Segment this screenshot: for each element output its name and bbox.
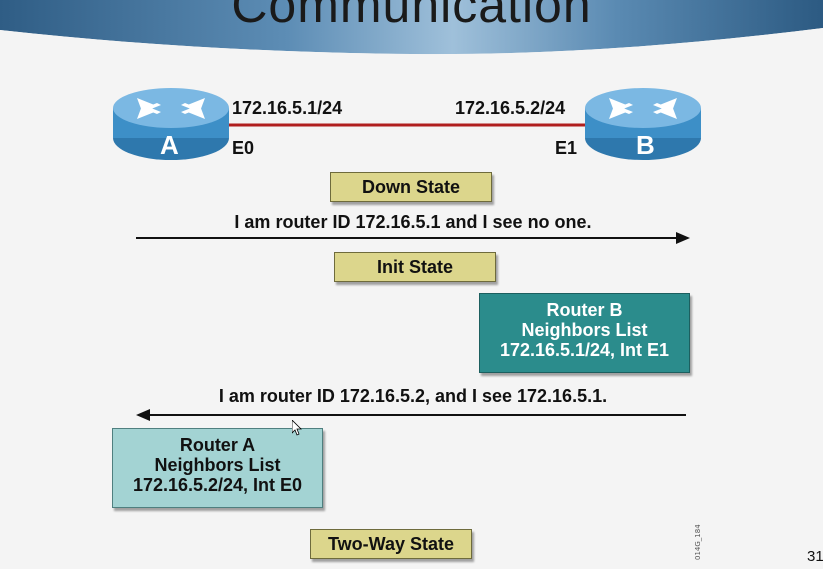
router-a-interface: E0 [232,138,255,158]
router-b-neighbor-list: Router B Neighbors List 172.16.5.1/24, I… [479,293,690,373]
router-a-label: A [160,130,179,160]
router-b-interface: E1 [555,138,578,158]
router-b-label: B [636,130,655,160]
down-state-box: Down State [330,172,492,202]
figure-id: 014G_184 [694,524,702,560]
page-number: 31 [807,548,823,565]
arrow-right [136,232,690,244]
hello-message-b: I am router ID 172.16.5.2, and I see 172… [218,386,608,406]
arrow-left [136,409,686,421]
mouse-cursor-icon [292,420,302,436]
router-b-ip: 172.16.5.2/24 [455,98,566,118]
router-a-icon [113,88,229,160]
neighbor-list-heading: Neighbors List [154,455,281,475]
router-b-icon [585,88,701,160]
init-state-box: Init State [334,252,496,282]
neighbor-list-entry: 172.16.5.1/24, Int E1 [499,340,670,360]
two-way-state-box: Two-Way State [310,529,472,559]
title-band [0,0,823,60]
hello-message-a: I am router ID 172.16.5.1 and I see no o… [234,212,592,232]
neighbor-list-entry: 172.16.5.2/24, Int E0 [132,475,303,495]
router-a-ip: 172.16.5.1/24 [232,98,343,118]
neighbor-list-title: Router B [546,300,623,320]
neighbor-list-title: Router A [179,435,256,455]
slide-title: Communication [231,0,592,33]
router-a-neighbor-list: Router A Neighbors List 172.16.5.2/24, I… [112,428,323,508]
neighbor-list-heading: Neighbors List [521,320,648,340]
